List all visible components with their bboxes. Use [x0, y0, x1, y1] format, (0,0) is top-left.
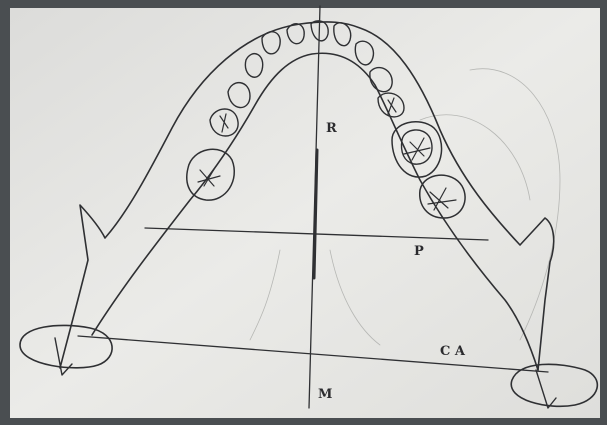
- mandible-outer-outline: [59, 21, 555, 371]
- ca-line: [77, 335, 549, 373]
- label-m: M: [318, 387, 332, 402]
- label-ca: C A: [440, 344, 466, 359]
- label-r: R: [326, 121, 337, 136]
- tooth-canine-left: [244, 52, 264, 78]
- tooth-canine-right: [354, 40, 375, 66]
- right-condyle: [510, 363, 599, 408]
- tooth-incisor-1: [261, 31, 281, 55]
- tooth-premolar-left-2: [209, 108, 239, 137]
- tooth-molar-right-1: [391, 121, 443, 178]
- left-condyle: [19, 324, 113, 369]
- left-condyle-neck: [54, 337, 73, 376]
- label-p: P: [414, 244, 424, 259]
- tooth-premolar-right-2: [377, 92, 405, 118]
- tooth-molar-left: [186, 148, 235, 201]
- right-condyle-neck: [535, 369, 557, 409]
- mandible-inner-outline: [91, 52, 539, 371]
- faint-background-sketch: [249, 68, 561, 346]
- teeth: [186, 20, 466, 219]
- paper-background: [10, 8, 600, 418]
- p-line: [144, 227, 489, 241]
- tooth-premolar-right-1: [369, 66, 393, 93]
- tooth-incisor-2: [286, 23, 305, 45]
- tooth-incisor-3: [310, 20, 329, 42]
- midline-emphasis: [312, 148, 319, 280]
- tooth-incisor-4: [333, 22, 352, 47]
- tooth-premolar-left-1: [227, 82, 251, 109]
- tooth-molar-right-2: [419, 174, 466, 219]
